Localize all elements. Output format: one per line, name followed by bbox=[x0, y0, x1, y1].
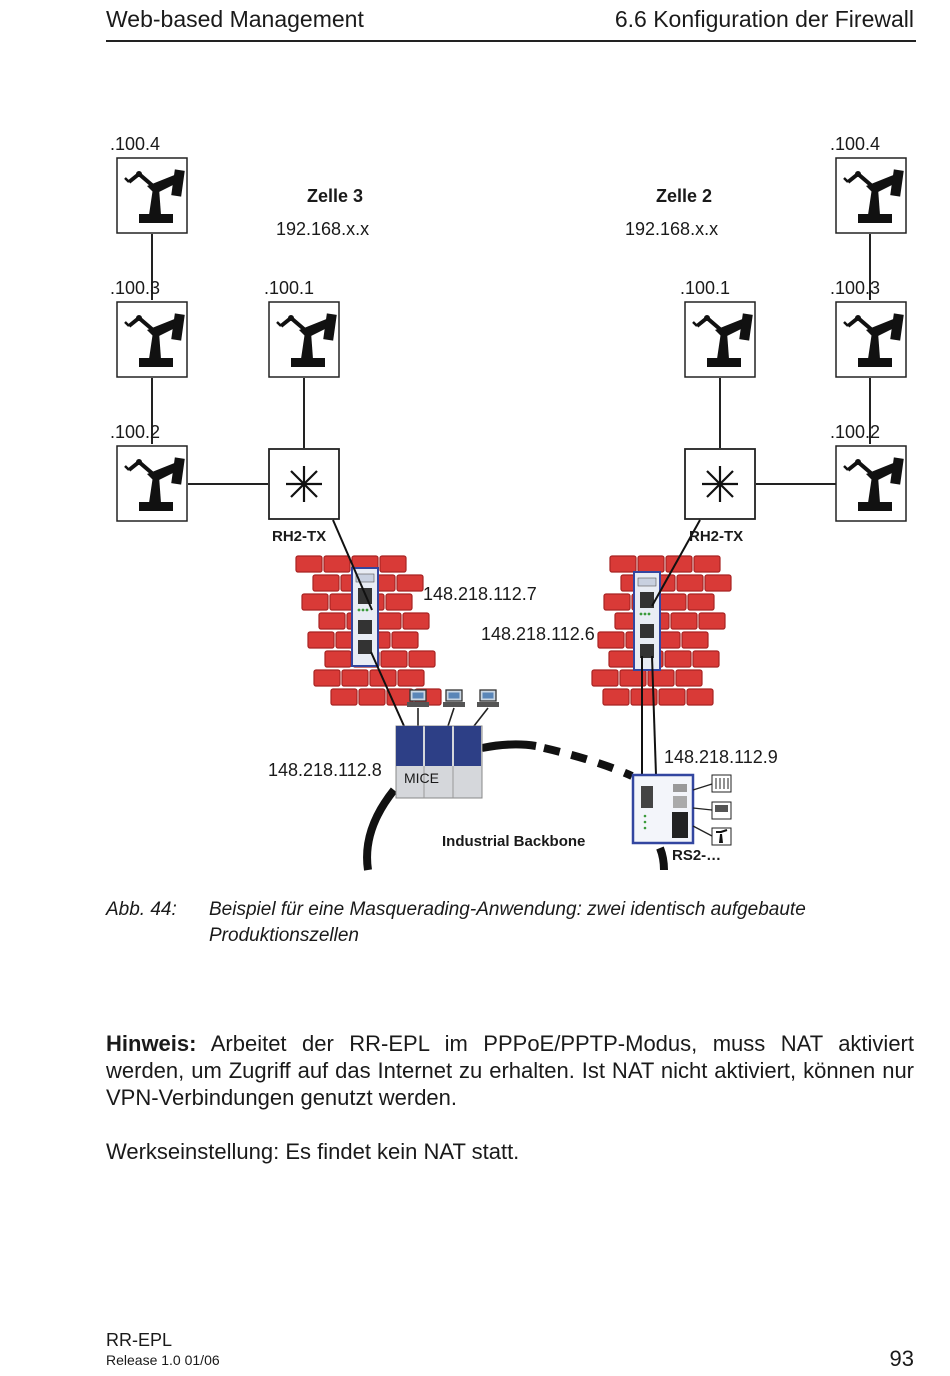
brick bbox=[686, 688, 714, 706]
brick bbox=[379, 555, 407, 573]
header-left: Web-based Management bbox=[106, 6, 364, 32]
brick bbox=[380, 650, 408, 668]
label-left-mid: .100.3 bbox=[110, 278, 160, 298]
brick bbox=[637, 555, 665, 573]
brick bbox=[630, 688, 658, 706]
brick bbox=[647, 669, 675, 687]
label-left-bot: .100.2 bbox=[110, 422, 160, 442]
header-right: 6.6 Konfiguration der Firewall bbox=[614, 6, 914, 32]
brick bbox=[408, 650, 436, 668]
footer-release: Release 1.0 01/06 bbox=[106, 1352, 220, 1368]
ip-mice: 148.218.112.8 bbox=[268, 760, 382, 780]
note-label: Hinweis: bbox=[106, 1031, 197, 1056]
page-number: 93 bbox=[889, 1346, 914, 1371]
robot-left-top-icon bbox=[115, 156, 189, 235]
brick bbox=[301, 593, 329, 611]
pc-3-icon bbox=[476, 689, 500, 708]
robot-right-switch-side-icon bbox=[683, 300, 757, 379]
brick bbox=[698, 612, 726, 630]
label-right-switch-robot: .100.1 bbox=[680, 278, 730, 298]
brick bbox=[402, 612, 430, 630]
masquerading-figure: .100.4 .100.3 .100.2 .100.1 .100.4 .100.… bbox=[110, 134, 908, 871]
brick bbox=[295, 555, 323, 573]
brick bbox=[603, 593, 631, 611]
label-right-mid: .100.3 bbox=[830, 278, 880, 298]
brick bbox=[396, 574, 424, 592]
ip-firewall-right: 148.218.112.6 bbox=[481, 624, 595, 644]
brick bbox=[659, 593, 687, 611]
brick bbox=[693, 555, 721, 573]
brick bbox=[318, 612, 346, 630]
brick bbox=[670, 612, 698, 630]
brick bbox=[608, 650, 636, 668]
brick bbox=[324, 650, 352, 668]
rs2-end-device-3-icon bbox=[711, 827, 732, 846]
rs2-end-device-2-icon bbox=[711, 801, 732, 820]
rr-epl-right-device-icon bbox=[633, 571, 661, 671]
brick bbox=[597, 631, 625, 649]
robot-left-mid-icon bbox=[115, 300, 189, 379]
brick bbox=[323, 555, 351, 573]
ip-firewall-left: 148.218.112.7 bbox=[423, 584, 537, 604]
robot-right-mid-icon bbox=[834, 300, 908, 379]
cell-right-network: 192.168.x.x bbox=[625, 219, 718, 239]
brick bbox=[312, 574, 340, 592]
brick bbox=[704, 574, 732, 592]
brick bbox=[664, 650, 692, 668]
brick bbox=[609, 555, 637, 573]
factory-setting: Werkseinstellung: Es findet kein NAT sta… bbox=[106, 1139, 520, 1164]
pc-1-icon bbox=[406, 689, 430, 708]
mice-device-icon bbox=[395, 725, 483, 799]
switch-left-icon bbox=[267, 447, 341, 521]
header-rule bbox=[106, 40, 916, 42]
rs2-device-icon bbox=[631, 773, 695, 845]
mice-label: MICE bbox=[404, 770, 439, 786]
label-left-switch-robot: .100.1 bbox=[264, 278, 314, 298]
robot-left-bot-icon bbox=[115, 444, 189, 523]
brick bbox=[391, 631, 419, 649]
brick bbox=[330, 688, 358, 706]
brick bbox=[658, 688, 686, 706]
robot-left-switch-side-icon bbox=[267, 300, 341, 379]
cell-left-network: 192.168.x.x bbox=[276, 219, 369, 239]
brick bbox=[385, 593, 413, 611]
brick bbox=[692, 650, 720, 668]
pc-2-icon bbox=[442, 689, 466, 708]
switch-left-label: RH2-TX bbox=[272, 528, 326, 545]
caption-number: Abb. 44: bbox=[106, 899, 177, 920]
cell-right-name: Zelle 2 bbox=[656, 186, 712, 206]
cell-left-name: Zelle 3 bbox=[307, 186, 363, 206]
caption-text: Beispiel für eine Masquerading-Anwendung… bbox=[209, 899, 806, 946]
firewall-right-wall-icon bbox=[591, 555, 732, 706]
rs2-label: RS2-… bbox=[672, 847, 721, 864]
note-paragraph: Hinweis: Arbeitet der RR-EPL im PPPoE/PP… bbox=[106, 1030, 914, 1111]
brick bbox=[397, 669, 425, 687]
backbone-label: Industrial Backbone bbox=[442, 833, 585, 850]
brick bbox=[687, 593, 715, 611]
ip-rs2: 148.218.112.9 bbox=[664, 747, 778, 767]
rr-epl-left-device-icon bbox=[351, 567, 379, 667]
robot-right-bot-icon bbox=[834, 444, 908, 523]
brick bbox=[313, 669, 341, 687]
robot-right-top-icon bbox=[834, 156, 908, 235]
switch-right-label: RH2-TX bbox=[689, 528, 743, 545]
rs2-end-device-1-icon bbox=[711, 774, 732, 793]
brick bbox=[341, 669, 369, 687]
label-right-top: .100.4 bbox=[830, 134, 880, 154]
label-left-top: .100.4 bbox=[110, 134, 160, 154]
switch-right-icon bbox=[683, 447, 757, 521]
brick bbox=[307, 631, 335, 649]
note-text: Arbeitet der RR-EPL im PPPoE/PPTP-Modus,… bbox=[106, 1031, 914, 1110]
brick bbox=[681, 631, 709, 649]
label-right-bot: .100.2 bbox=[830, 422, 880, 442]
brick bbox=[676, 574, 704, 592]
brick bbox=[675, 669, 703, 687]
brick bbox=[358, 688, 386, 706]
brick bbox=[591, 669, 619, 687]
brick bbox=[602, 688, 630, 706]
footer-product: RR-EPL bbox=[106, 1330, 173, 1350]
